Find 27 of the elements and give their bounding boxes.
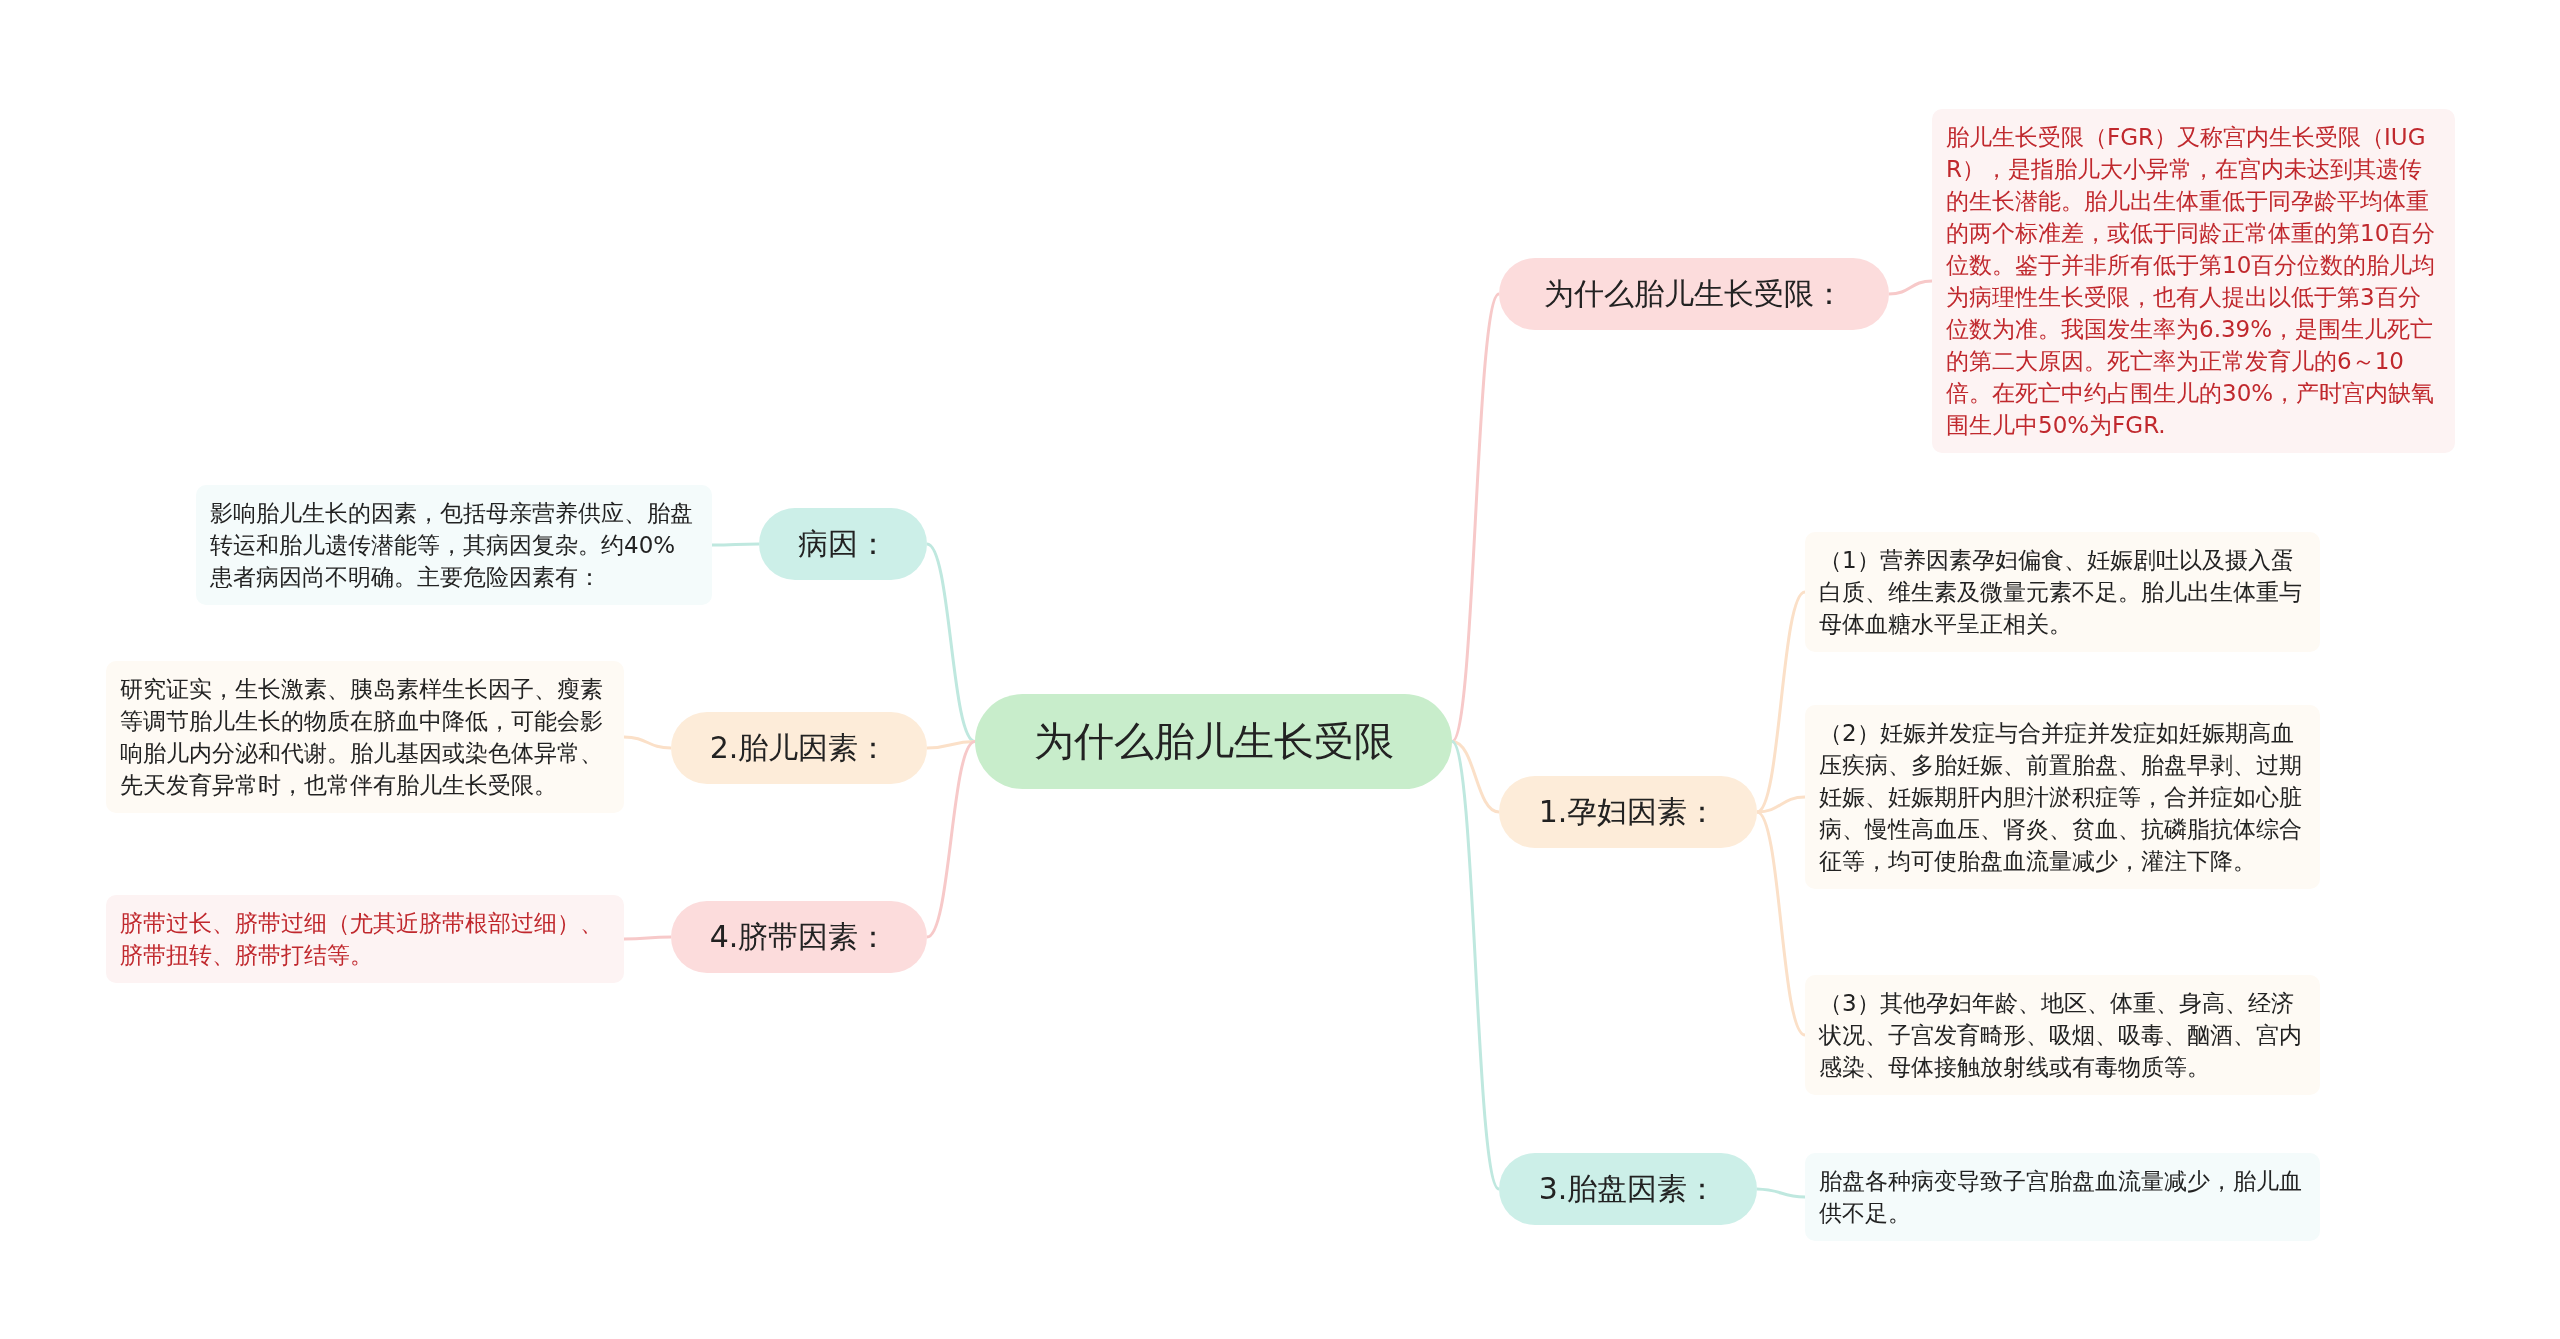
note-card: 影响胎儿生长的因素，包括母亲营养供应、胎盘转运和胎儿遗传潜能等，其病因复杂。约40%患者病因尚不明确。主要危险因素有： (196, 485, 712, 605)
connector-line (1756, 1187, 1806, 1199)
connector-line (1451, 740, 1500, 814)
connector-line (926, 740, 976, 939)
topic-box: 2.胎儿因素： (671, 712, 927, 784)
connector-line (1450, 293, 1501, 743)
note-card: （3）其他孕妇年龄、地区、体重、身高、经济状况、子宫发育畸形、吸烟、吸毒、酗酒、宫内感染、母体接触放射线或有毒物质等。 (1805, 975, 2320, 1095)
note-card: （1）营养因素孕妇偏食、妊娠剧吐以及摄入蛋白质、维生素及微量元素不足。胎儿出生体重与母体血糖水平呈正相关。 (1805, 532, 2320, 652)
note-card: 研究证实，生长激素、胰岛素样生长因子、瘦素等调节胎儿生长的物质在脐血中降低，可能会影响胎儿内分泌和代谢。胎儿基因或染色体异常、先天发育异常时，也常伴有胎儿生长受限。 (106, 661, 624, 813)
note-card: 脐带过长、脐带过细（尤其近脐带根部过细）、脐带扭转、脐带打结等。 (106, 895, 624, 983)
connector-line (1450, 740, 1501, 1190)
topic-box: 3.胎盘因素： (1499, 1153, 1757, 1225)
connector-line (1756, 810, 1806, 1037)
topic-box: 1.孕妇因素： (1499, 776, 1757, 848)
note-card: 胎儿生长受限（FGR）又称宫内生长受限（IUGR），是指胎儿大小异常，在宫内未达到其遗传的生长潜能。胎儿出生体重低于同孕龄平均体重的两个标准差，或低于同龄正常体重的第10百分位数。鉴于并非所有低于第10百分位数的胎儿均为病理性生长受限，也有人提出以低于第3百分位数为准。我国发生率为6.39%，是围生儿死亡的第二大原因。死亡率为正常发育儿的6～10倍。在死亡中约占围生儿的30%，产时宫内缺氧围生儿中50%为FGR. (1932, 109, 2455, 453)
connector-line (926, 740, 976, 750)
connector-line (623, 735, 672, 750)
topic-box: 病因： (759, 508, 927, 580)
note-card: （2）妊娠并发症与合并症并发症如妊娠期高血压疾病、多胎妊娠、前置胎盘、胎盘早剥、过期妊娠、妊娠期肝内胆汁淤积症等，合并症如心脏病、慢性高血压、肾炎、贫血、抗磷脂抗体综合征等，均可使胎盘血流量减少，灌注下降。 (1805, 705, 2320, 889)
connector-line (1888, 279, 1933, 296)
connector-line (926, 542, 976, 743)
connector-line (712, 542, 759, 547)
topic-box: 为什么胎儿生长受限： (1499, 258, 1889, 330)
connector-line (624, 935, 671, 941)
central-topic: 为什么胎儿生长受限 (975, 694, 1452, 789)
note-card: 胎盘各种病变导致子宫胎盘血流量减少，胎儿血供不足。 (1805, 1153, 2320, 1241)
topic-box: 4.脐带因素： (671, 901, 927, 973)
